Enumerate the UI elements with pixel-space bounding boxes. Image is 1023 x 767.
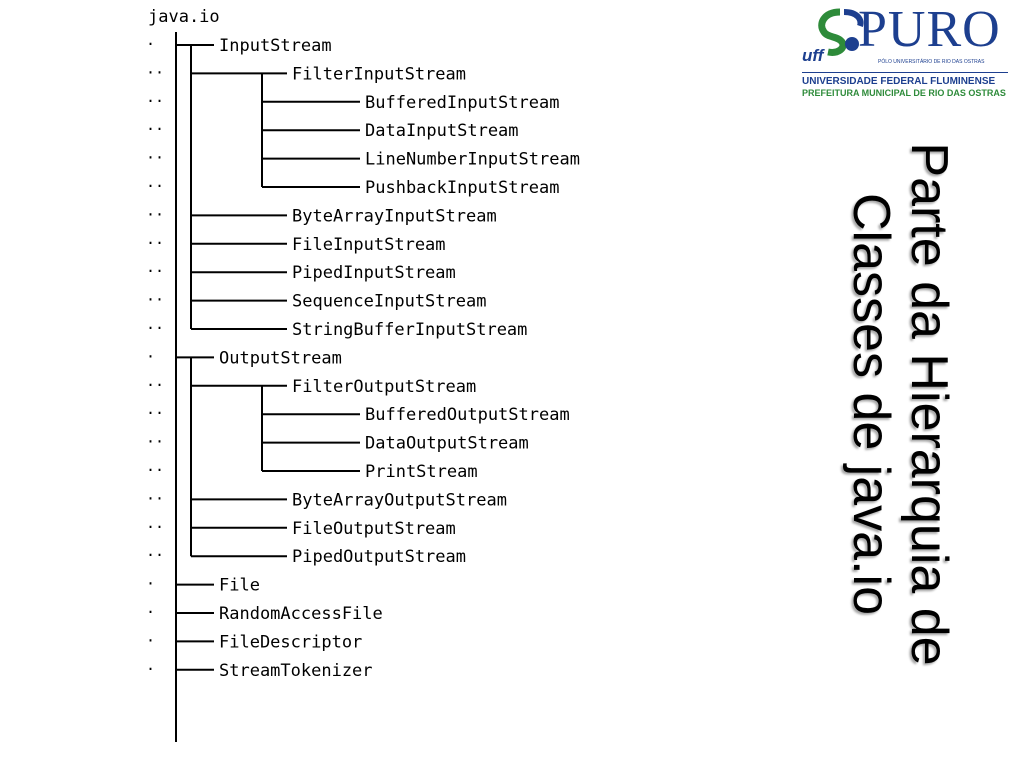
- tree-node-label: StringBufferInputStream: [292, 320, 527, 340]
- tree-node-label: FileInputStream: [292, 235, 446, 255]
- tree-level-dots: ·: [146, 347, 155, 365]
- tree-level-dots: ··: [146, 63, 164, 81]
- tree-level-dots: ··: [146, 149, 164, 167]
- tree-level-dots: ··: [146, 262, 164, 280]
- tree-level-dots: ·: [146, 660, 155, 678]
- logo-uff-text: uff: [802, 46, 824, 65]
- tree-level-dots: ··: [146, 177, 164, 195]
- tree-node-label: PushbackInputStream: [365, 178, 559, 198]
- tree-level-dots: ··: [146, 489, 164, 507]
- tree-node-label: PipedOutputStream: [292, 547, 466, 567]
- tree-level-dots: ··: [146, 291, 164, 309]
- tree-node-label: ByteArrayInputStream: [292, 206, 497, 226]
- puro-uff-logo: PURO PÓLO UNIVERSITÁRIO DE RIO DAS OSTRA…: [800, 1, 1012, 100]
- tree-level-dots: ··: [146, 319, 164, 337]
- tree-level-dots: ··: [146, 376, 164, 394]
- tree-level-dots: ·: [146, 603, 155, 621]
- tree-level-dots: ··: [146, 120, 164, 138]
- logo-polo-text: PÓLO UNIVERSITÁRIO DE RIO DAS OSTRAS: [878, 59, 985, 65]
- tree-level-dots: ·: [146, 35, 155, 53]
- tree-node-label: RandomAccessFile: [219, 604, 383, 624]
- logo-prefecture-text: PREFEITURA MUNICIPAL DE RIO DAS OSTRAS: [802, 88, 1006, 98]
- tree-level-dots: ··: [146, 205, 164, 223]
- tree-node-label: File: [219, 576, 260, 596]
- tree-node-label: PrintStream: [365, 462, 478, 482]
- tree-node-label: PipedInputStream: [292, 263, 456, 283]
- slide-title: Parte da Hierarquia de Classes de java.i…: [842, 142, 958, 666]
- tree-level-dots: ·: [146, 631, 155, 649]
- tree-node-label: LineNumberInputStream: [365, 150, 580, 170]
- puro-logo-mark-icon: [818, 8, 864, 56]
- tree-level-dots: ··: [146, 433, 164, 451]
- tree-node-label: DataInputStream: [365, 121, 519, 141]
- tree-node-label: ByteArrayOutputStream: [292, 490, 507, 510]
- tree-node-label: BufferedOutputStream: [365, 405, 570, 425]
- logo-university-text: UNIVERSIDADE FEDERAL FLUMINENSE: [802, 76, 996, 87]
- tree-nodes: ·InputStream··FilterInputStream··Buffere…: [146, 35, 580, 681]
- tree-node-label: InputStream: [219, 36, 332, 56]
- tree-node-label: FileOutputStream: [292, 519, 456, 539]
- tree-connector-lines: [175, 32, 360, 742]
- tree-node-label: StreamTokenizer: [219, 661, 373, 681]
- tree-node-label: DataOutputStream: [365, 434, 529, 454]
- tree-root-label: java.io: [148, 7, 220, 27]
- tree-level-dots: ··: [146, 404, 164, 422]
- logo-puro-text: PURO: [858, 1, 1001, 58]
- tree-level-dots: ··: [146, 518, 164, 536]
- tree-level-dots: ··: [146, 546, 164, 564]
- tree-node-label: BufferedInputStream: [365, 93, 559, 113]
- tree-node-label: FilterInputStream: [292, 64, 466, 84]
- tree-level-dots: ··: [146, 461, 164, 479]
- tree-level-dots: ··: [146, 234, 164, 252]
- tree-level-dots: ··: [146, 92, 164, 110]
- tree-node-label: FilterOutputStream: [292, 377, 476, 397]
- tree-node-label: OutputStream: [219, 348, 342, 368]
- logo-divider: [802, 72, 1008, 73]
- tree-level-dots: ·: [146, 575, 155, 593]
- tree-node-label: FileDescriptor: [219, 632, 362, 652]
- tree-node-label: SequenceInputStream: [292, 292, 486, 312]
